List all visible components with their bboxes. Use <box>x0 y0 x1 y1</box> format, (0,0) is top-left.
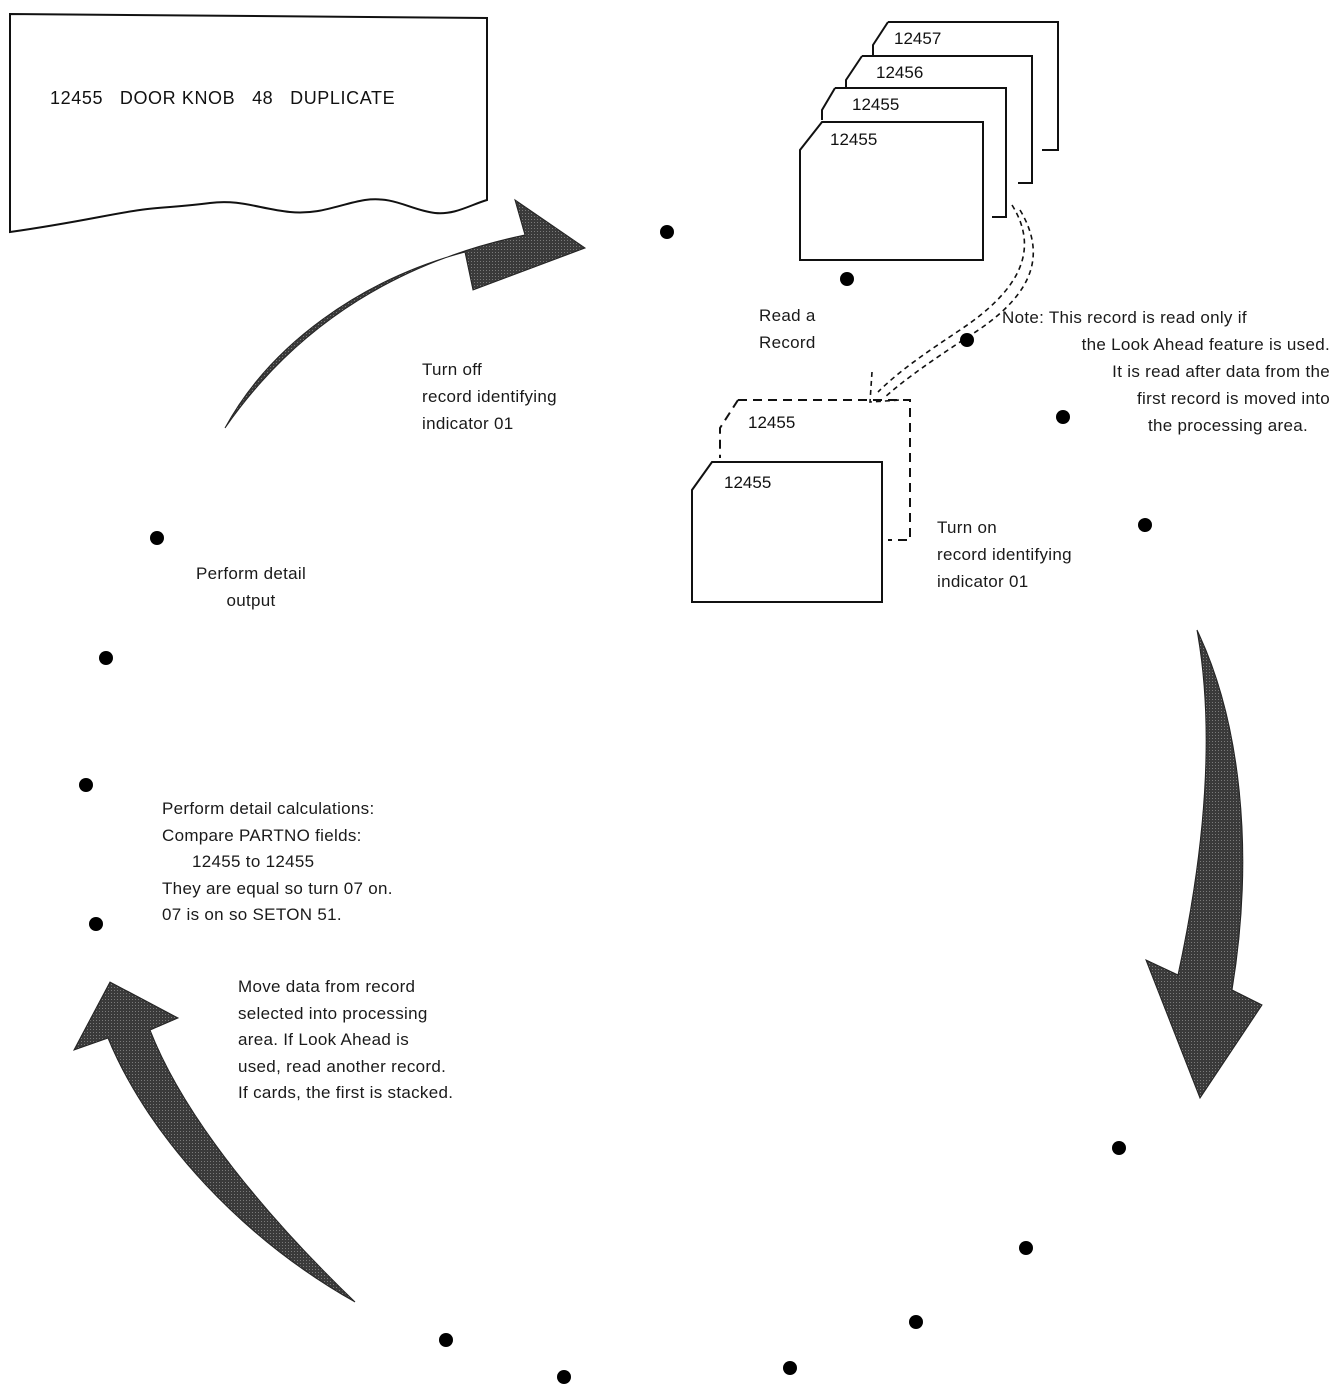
solid-card <box>691 461 883 603</box>
card-label-12455-front: 12455 <box>830 130 877 149</box>
look-ahead-dashed-arrow <box>869 204 1035 403</box>
cycle-dot <box>89 917 103 931</box>
move-data-line: used, read another record. <box>238 1056 447 1076</box>
cycle-dot <box>840 272 854 286</box>
cycle-dot <box>1019 1241 1033 1255</box>
printout-line: 12455 DOOR KNOB 48 DUPLICATE <box>50 88 395 108</box>
cycle-dot <box>1112 1141 1126 1155</box>
look-ahead-note: Note: This record is read only if the Lo… <box>1002 304 1330 439</box>
move-data-label: Move data from record selected into proc… <box>238 974 453 1107</box>
perform-detail-output-label: Perform detail output <box>196 560 306 614</box>
cycle-dot <box>79 778 93 792</box>
arrow-down-right <box>1145 629 1263 1100</box>
card-stack <box>799 21 1059 261</box>
turn-off-indicator-label: Turn off record identifying indicator 01 <box>422 356 557 437</box>
arrow-to-printout <box>224 198 587 429</box>
note-line: first record is moved into <box>1137 389 1330 408</box>
cycle-dot <box>909 1315 923 1329</box>
calc-line: Compare PARTNO fields: <box>162 825 362 845</box>
cycle-dot <box>660 225 674 239</box>
move-data-line: selected into processing <box>238 1003 428 1023</box>
note-line: the processing area. <box>1147 416 1308 435</box>
calc-line: 12455 to 12455 <box>192 852 315 871</box>
cycle-dot <box>557 1370 571 1384</box>
calc-line: Perform detail calculations: <box>162 799 375 818</box>
cycle-dot <box>150 531 164 545</box>
printout-sheet: 12455 DOOR KNOB 48 DUPLICATE <box>9 12 488 234</box>
move-data-line: area. If Look Ahead is <box>238 1030 410 1049</box>
turn-off-line: indicator 01 <box>422 414 514 433</box>
cycle-dot <box>1138 518 1152 532</box>
card-12455-front <box>799 121 984 261</box>
cycle-dot <box>783 1361 797 1375</box>
cycle-dot <box>439 1333 453 1347</box>
note-line: It is read after data from the <box>1112 362 1330 381</box>
perform-detail-calc-label: Perform detail calculations: Compare PAR… <box>162 796 393 929</box>
note-line: Note: This record is read only if <box>1002 308 1247 327</box>
card-label-12455-back: 12455 <box>852 95 899 114</box>
cycle-dot <box>1056 410 1070 424</box>
dashed-card-label: 12455 <box>748 413 795 432</box>
dashed-card <box>719 399 911 541</box>
cycle-dots <box>79 225 1152 1384</box>
detail-output-line: output <box>226 591 276 610</box>
turn-on-line: indicator 01 <box>937 572 1029 591</box>
solid-card-label: 12455 <box>724 473 771 492</box>
turn-on-line: record identifying <box>937 545 1072 564</box>
read-record-line: Read a <box>759 306 816 325</box>
cycle-dot <box>99 651 113 665</box>
turn-off-line: Turn off <box>422 360 483 379</box>
arrow-up-left <box>72 981 356 1303</box>
turn-on-indicator-label: Turn on record identifying indicator 01 <box>937 514 1072 595</box>
card-label-12457: 12457 <box>894 29 941 48</box>
detail-output-line: Perform detail <box>196 564 307 583</box>
processing-area <box>691 399 911 603</box>
read-record-line: Record <box>759 333 816 352</box>
turn-on-line: Turn on <box>937 518 998 537</box>
move-data-line: If cards, the first is stacked. <box>238 1083 454 1102</box>
move-data-line: Move data from record <box>238 977 416 996</box>
note-line: the Look Ahead feature is used. <box>1081 335 1330 354</box>
card-label-12456: 12456 <box>876 63 923 82</box>
calc-line: 07 is on so SETON 51. <box>162 905 342 924</box>
calc-line: They are equal so turn 07 on. <box>162 878 393 898</box>
cycle-dot <box>960 333 974 347</box>
turn-off-line: record identifying <box>422 387 557 406</box>
read-record-label: Read a Record <box>759 302 816 356</box>
